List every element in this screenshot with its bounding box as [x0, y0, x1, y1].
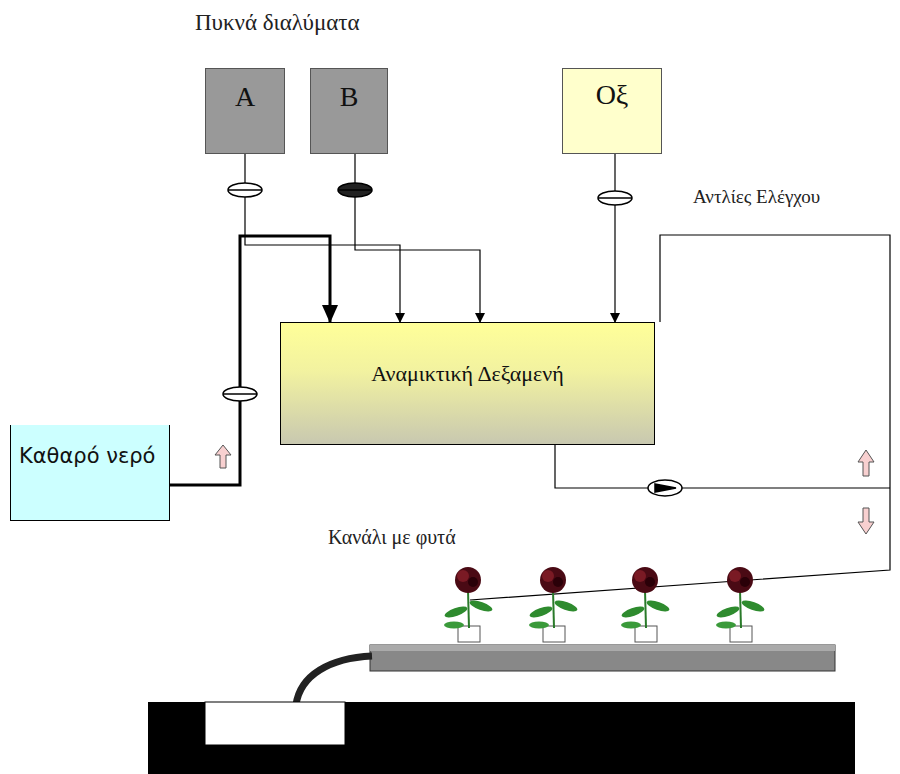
- mixing-tank: Αναμικτική Δεξαμενή: [280, 322, 655, 445]
- plant-leaf: [620, 604, 645, 620]
- rose-petal: [645, 577, 655, 587]
- plant-stem: [553, 590, 554, 628]
- plant-leaf: [621, 622, 641, 629]
- plant-leaf: [468, 598, 493, 614]
- rose-petal: [634, 570, 646, 582]
- rose-flower: [455, 567, 481, 593]
- rose-flower: [727, 567, 753, 593]
- supply-pipe: [614, 154, 615, 322]
- rose-petal: [468, 577, 478, 587]
- drain-hose: [296, 656, 372, 705]
- plant-channel: [370, 645, 835, 671]
- flow-arrow: [215, 445, 874, 534]
- drain-tank: [205, 702, 345, 745]
- plant-leaf: [529, 622, 549, 629]
- plant-pot: [543, 626, 565, 642]
- plant-leaf: [716, 622, 736, 629]
- solution-tank: B: [310, 68, 388, 154]
- rose-petal: [553, 577, 563, 587]
- plant-stem: [468, 590, 469, 628]
- rose-flower: [540, 567, 566, 593]
- acid-tank: Οξ: [562, 68, 662, 154]
- plant-pot: [458, 626, 480, 642]
- plant-pot: [730, 626, 752, 642]
- channel-caption: Κανάλι με φυτά: [328, 526, 456, 549]
- rose-petal: [457, 570, 469, 582]
- plant-leaf: [740, 598, 765, 614]
- plant-leaf: [553, 598, 578, 614]
- plant-pot: [635, 626, 657, 642]
- supply-pipe: [245, 154, 400, 322]
- solution-tank: A: [205, 68, 285, 154]
- plant-stem: [645, 590, 646, 628]
- supply-pipe: [355, 154, 480, 322]
- rose-petal: [740, 577, 750, 587]
- rose-flower: [632, 567, 658, 593]
- rose-petal: [542, 570, 554, 582]
- plant-leaf: [528, 604, 553, 620]
- water-tank: Καθαρό νερό: [10, 425, 170, 521]
- tank-label: Αναμικτική Δεξαμενή: [281, 361, 654, 387]
- plants: [443, 567, 765, 642]
- tank-label: A: [206, 81, 284, 113]
- pump-symbol: [223, 183, 682, 496]
- pump-caption: Αντλίες Ελέγχου: [693, 186, 820, 208]
- plant-stem: [740, 590, 741, 628]
- rose-petal: [729, 570, 741, 582]
- plant-leaf: [444, 622, 464, 629]
- plant-leaf: [715, 604, 740, 620]
- tank-label: Καθαρό νερό: [19, 439, 169, 475]
- channel-top: [370, 645, 835, 651]
- plant-leaf: [443, 604, 468, 620]
- tank-label: B: [311, 81, 387, 113]
- group-heading: Πυκνά διαλύματα: [195, 10, 360, 36]
- plant-leaf: [645, 598, 670, 614]
- tank-label: Οξ: [563, 79, 661, 111]
- base: [148, 702, 855, 774]
